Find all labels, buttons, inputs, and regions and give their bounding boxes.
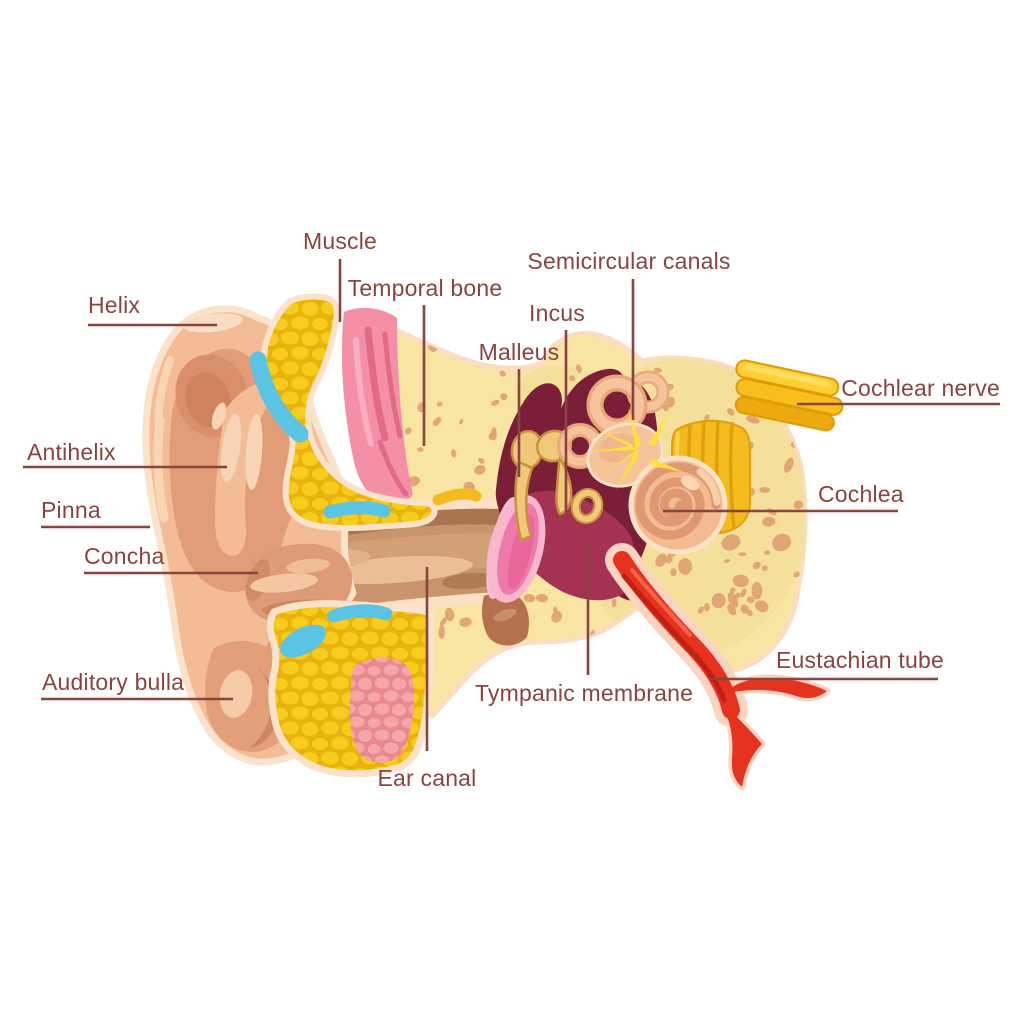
label-cochlear-nerve: Cochlear nerve <box>841 375 1000 401</box>
label-eustachian-tube: Eustachian tube <box>776 647 944 673</box>
nerve-fibers-starburst <box>586 408 684 490</box>
label-semicircular-canals: Semicircular canals <box>527 248 731 274</box>
label-incus: Incus <box>529 300 585 326</box>
label-antihelix: Antihelix <box>27 439 116 465</box>
cartilage-blue-streaks <box>249 351 393 658</box>
eustachian-tube-shape <box>605 543 831 791</box>
label-cochlea: Cochlea <box>818 481 904 507</box>
muscle-shape <box>342 307 413 506</box>
stapes-shape <box>570 488 604 524</box>
label-tympanic-membrane: Tympanic membrane <box>474 680 694 706</box>
label-auditory-bulla: Auditory bulla <box>42 669 185 695</box>
semicircular-canals-shape <box>557 370 670 488</box>
fat-pad-pink <box>349 657 415 763</box>
cochlea-shape <box>628 455 728 555</box>
label-concha: Concha <box>84 543 165 569</box>
label-pinna: Pinna <box>41 497 101 523</box>
label-ear-canal: Ear canal <box>377 765 477 791</box>
label-helix: Helix <box>88 292 141 318</box>
label-temporal-bone: Temporal bone <box>347 275 503 301</box>
cochlea-spiral <box>635 462 721 540</box>
helix-highlight <box>183 313 243 333</box>
leader-lines <box>23 259 1000 751</box>
canal-floor-wedge <box>482 592 529 646</box>
label-muscle: Muscle <box>302 228 378 254</box>
cartilage-lower <box>266 600 435 778</box>
label-malleus: Malleus <box>478 339 560 365</box>
tensor-muscle <box>432 488 482 506</box>
